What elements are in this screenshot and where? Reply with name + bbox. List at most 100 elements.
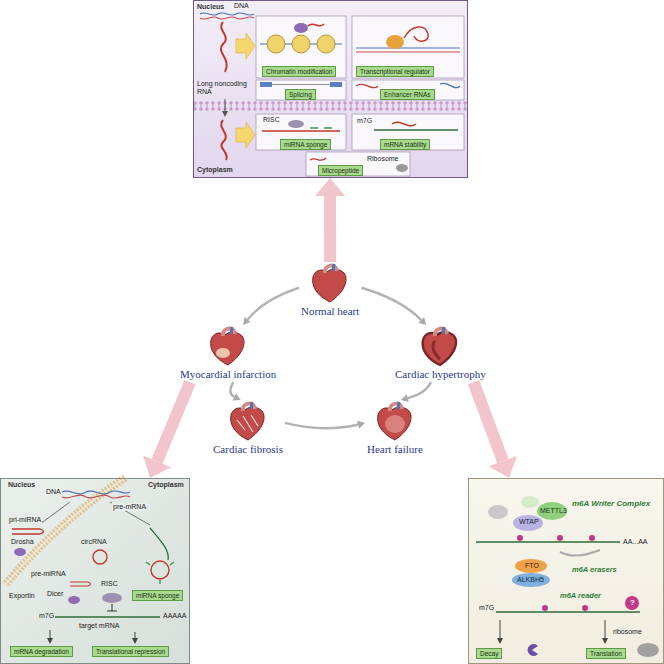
label: AA...AA [622, 538, 649, 546]
target-mrna [55, 616, 160, 618]
block-arrow [236, 33, 255, 59]
cycle-arrow [560, 550, 600, 556]
label: ribosome [612, 628, 643, 636]
cycle-arrow-connector [401, 382, 431, 402]
mrna [476, 541, 620, 543]
heart-stage: Normal heart [299, 262, 361, 319]
alkbh5 [512, 573, 550, 587]
panel-text: Nucleus [8, 481, 35, 489]
pre-mrna [150, 528, 168, 560]
arrow [500, 620, 501, 639]
label: pre-mRNA [112, 503, 147, 511]
tag-text: Translational repression [96, 648, 165, 655]
label: pri-miRNA [8, 516, 42, 524]
mirna [146, 562, 174, 584]
heart-label: Myocardial infarction [180, 368, 276, 381]
heart-illustration [417, 325, 463, 367]
lncrna [221, 120, 227, 160]
panel-text: m6A Writer Complex [572, 499, 650, 508]
dicer [68, 596, 80, 604]
heart-label: Normal heart [301, 305, 359, 318]
risc [102, 593, 122, 603]
heart-stage: Cardiac hypertrophy [393, 325, 488, 382]
arrow [225, 99, 226, 112]
function-tag: mRNA stability [380, 139, 430, 150]
tag-text: miRNA sponge [284, 141, 327, 148]
drosha [14, 548, 26, 556]
label: Long noncoding RNA [196, 80, 254, 96]
panel-text: Cytoplasm [148, 481, 184, 489]
function-tag: Splicing [285, 89, 316, 100]
block-arrow [236, 122, 255, 148]
panel: m6A Writer Complexm6A erasersm6A readerD… [468, 478, 664, 664]
enhancer-drawing [356, 83, 460, 88]
label: Exportin [8, 592, 36, 600]
membrane [193, 101, 468, 111]
m6a-mark [517, 535, 595, 541]
label: Dicer [46, 590, 64, 598]
arrow-head [47, 638, 53, 644]
heart-stage: Myocardial infarction [178, 325, 278, 382]
label: DNA [233, 2, 250, 10]
heart-label: Cardiac hypertrophy [395, 368, 486, 381]
function-tag: miRNA sponge [280, 139, 331, 150]
panel: NucleusCytoplasmmiRNA spongemRNA degrada… [0, 478, 190, 664]
panel-text: Nucleus [197, 3, 224, 11]
label: m7G [478, 604, 495, 612]
label: m7G [38, 612, 55, 620]
block-arrow-connector [474, 382, 517, 478]
label: ? [629, 598, 636, 607]
arrow [110, 502, 150, 525]
m6a-reader [625, 596, 639, 610]
heart-stage: Heart failure [365, 400, 425, 457]
panel-ground [193, 0, 468, 178]
label: RISC [262, 116, 281, 124]
pre-mirna [70, 582, 91, 586]
function-tag: Translation [586, 648, 626, 659]
ribosome [637, 643, 659, 657]
arrow-head [132, 638, 138, 644]
mrna [496, 611, 640, 613]
tag-text: Decay [480, 650, 498, 657]
cycle-arrow-connector [361, 288, 426, 325]
cycle-arrow-connector [230, 382, 240, 400]
lncrna [221, 22, 227, 72]
heart-illustration [205, 325, 251, 367]
dna-strand [200, 13, 254, 19]
label: Drosha [10, 538, 35, 546]
sponge [151, 561, 169, 579]
heart-illustration [225, 400, 271, 442]
label: target mRNA [78, 622, 120, 630]
heart-illustration [307, 262, 353, 304]
function-tag: Enhancer RNAs [380, 89, 435, 100]
fto [515, 559, 547, 573]
cycle-arrow-connector [243, 288, 299, 325]
arrow [40, 502, 70, 524]
heart-label: Cardiac fibrosis [213, 443, 283, 456]
label: ALKBH5 [516, 576, 545, 584]
stability-drawing [374, 122, 458, 130]
heart-label: Heart failure [367, 443, 423, 456]
arrow-head [497, 638, 503, 644]
panel-text: m6A reader [560, 592, 601, 601]
block-arrow-connector [315, 178, 345, 262]
tag-text: Splicing [289, 91, 312, 98]
panel-ground [0, 478, 190, 664]
function-tag: Transcriptional regulator [356, 66, 434, 77]
pri-mirna [12, 529, 44, 534]
panel-text: Cytoplasm [197, 166, 233, 174]
tag-text: mRNA stability [384, 141, 426, 148]
arrow-head [602, 638, 608, 644]
tag-text: mRNA degradation [14, 648, 69, 655]
panel-ground [468, 478, 664, 664]
arrow [135, 632, 136, 639]
cycle-arrow-connector [285, 421, 365, 429]
label: m7G [356, 117, 373, 125]
tag-text: Translation [590, 650, 622, 657]
arrow [605, 620, 606, 639]
tag-text: Chromatin modification [266, 68, 332, 75]
tag-text: Micropeptide [322, 167, 359, 174]
dna-strand [62, 491, 130, 498]
